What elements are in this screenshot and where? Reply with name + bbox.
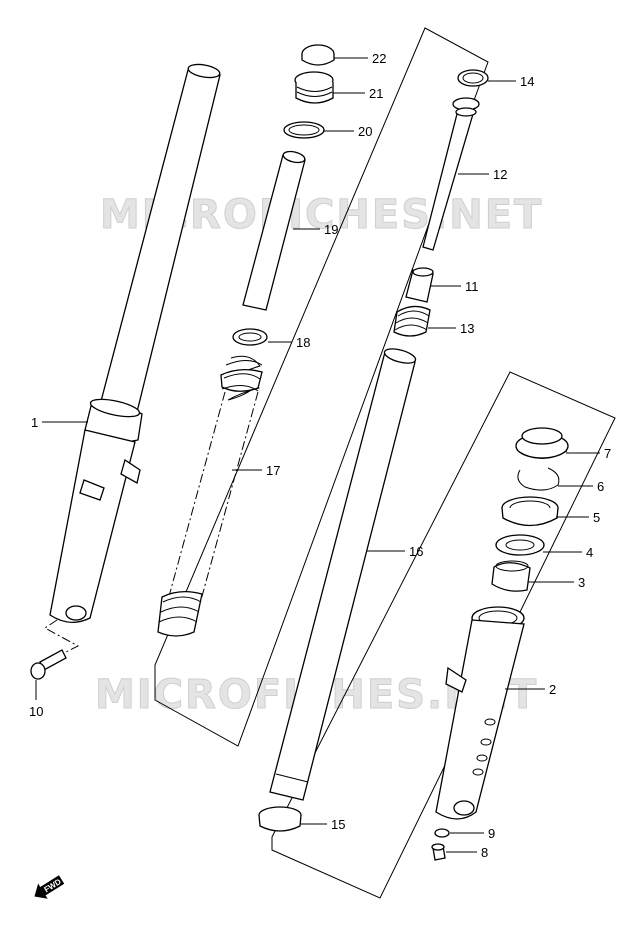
label-part-5: 5 [593, 510, 600, 525]
centerline-1-10 [44, 619, 80, 655]
part-20-o-ring [283, 121, 325, 139]
part-12-damper-rod [422, 97, 480, 251]
label-part-16: 16 [409, 544, 423, 559]
label-part-14: 14 [520, 74, 534, 89]
label-part-12: 12 [493, 167, 507, 182]
part-15-bushing [258, 806, 302, 832]
part-9-washer [434, 828, 450, 838]
frame-center [154, 27, 489, 747]
fwd-arrow-icon: FWD [34, 875, 65, 899]
label-part-22: 22 [372, 51, 386, 66]
part-4-washer [495, 534, 545, 556]
part-14-washer [457, 69, 489, 87]
part-7-dust-seal [515, 427, 569, 459]
label-part-11: 11 [465, 279, 479, 294]
label-part-4: 4 [586, 545, 593, 560]
label-part-10: 10 [29, 704, 43, 719]
label-part-21: 21 [369, 86, 383, 101]
label-part-19: 19 [324, 222, 338, 237]
label-part-2: 2 [549, 682, 556, 697]
label-part-20: 20 [358, 124, 372, 139]
part-18-washer [232, 328, 268, 346]
part-11-collar [405, 267, 434, 303]
part-5-oil-seal [501, 496, 559, 527]
part-1-fork-tube-assembly [49, 63, 221, 623]
label-part-8: 8 [481, 845, 488, 860]
label-part-18: 18 [296, 335, 310, 350]
label-part-17: 17 [266, 463, 280, 478]
part-13-rebound-spring [393, 305, 431, 337]
part-6-circlip [517, 467, 560, 491]
label-part-15: 15 [331, 817, 345, 832]
label-part-1: 1 [31, 415, 38, 430]
part-21-cap-bolt [294, 71, 334, 104]
label-part-3: 3 [578, 575, 585, 590]
part-19-spacer [242, 150, 306, 311]
label-part-13: 13 [460, 321, 474, 336]
part-8-bolt [431, 843, 446, 861]
part-17-spring [157, 355, 263, 637]
part-3-bushing [491, 560, 531, 592]
label-part-7: 7 [604, 446, 611, 461]
part-2-outer-tube [435, 606, 525, 820]
label-part-9: 9 [488, 826, 495, 841]
part-10-bolt [30, 649, 67, 680]
label-part-6: 6 [597, 479, 604, 494]
part-16-inner-tube [269, 348, 417, 801]
leader-lines [35, 57, 600, 853]
part-22-cap [301, 44, 335, 66]
